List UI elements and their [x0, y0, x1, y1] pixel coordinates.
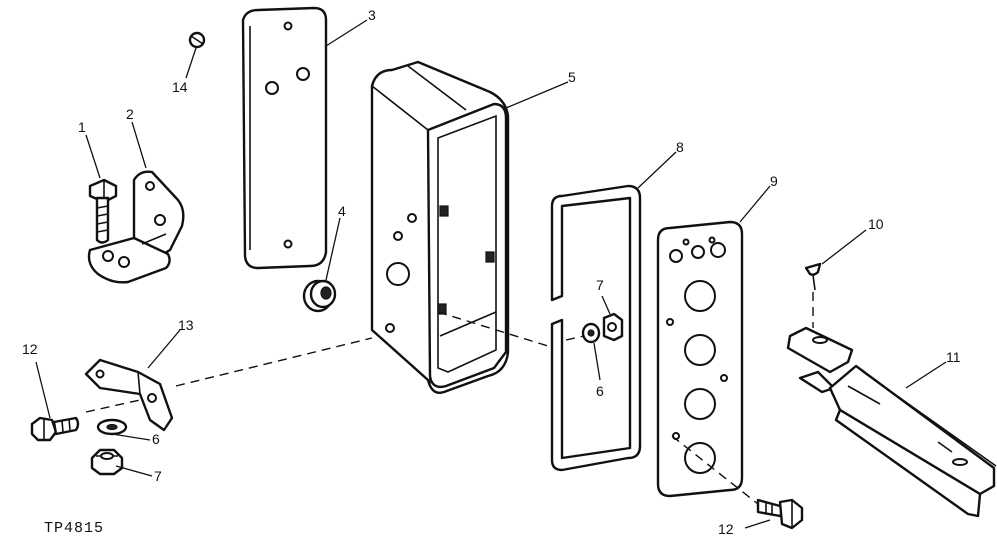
callout-12-right: 12: [718, 521, 734, 537]
callout-12-left: 12: [22, 341, 38, 357]
callout-6-left: 6: [152, 431, 160, 447]
leader-lines: [35, 19, 947, 529]
part-4-grommet: [302, 279, 337, 313]
callout-9: 9: [770, 173, 778, 189]
part-7-nut-right: [602, 312, 624, 342]
part-3-cover-plate: [241, 6, 328, 270]
callout-labels: 1 2 3 4 5 8 9 10 11 13 12 6 7 7 6 12 14: [22, 7, 961, 537]
callout-13: 13: [178, 317, 194, 333]
assembly-centerlines: [85, 292, 814, 505]
callout-10: 10: [868, 216, 884, 232]
part-14-screw: [188, 31, 206, 49]
part-8-gasket: [550, 184, 642, 472]
callout-5: 5: [568, 69, 576, 85]
part-12-cap-screw-right: [756, 498, 804, 530]
part-6-washer-right: [581, 322, 601, 344]
callout-11: 11: [946, 349, 961, 365]
callout-1: 1: [78, 119, 86, 135]
callout-6-right: 6: [596, 383, 604, 399]
callout-8: 8: [676, 139, 684, 155]
part-1-cap-screw: [88, 178, 118, 244]
callout-14: 14: [172, 79, 188, 95]
part-12-cap-screw-left: [30, 416, 80, 442]
part-7-nut-left: [90, 448, 124, 476]
callout-7-right: 7: [596, 277, 604, 293]
figure-id: TP4815: [44, 520, 104, 537]
part-6-washer-left: [96, 418, 128, 436]
callout-3: 3: [368, 7, 376, 23]
part-10-screw: [804, 262, 822, 291]
part-11-rail-bracket: [786, 326, 997, 518]
part-13-l-bracket: [84, 358, 174, 432]
part-5-housing: [370, 60, 510, 394]
part-9-perforated-plate: [656, 220, 744, 498]
callout-4: 4: [338, 203, 346, 219]
callout-2: 2: [126, 106, 134, 122]
callout-7-left: 7: [154, 468, 162, 484]
part-2-angle-bracket: [87, 170, 185, 284]
